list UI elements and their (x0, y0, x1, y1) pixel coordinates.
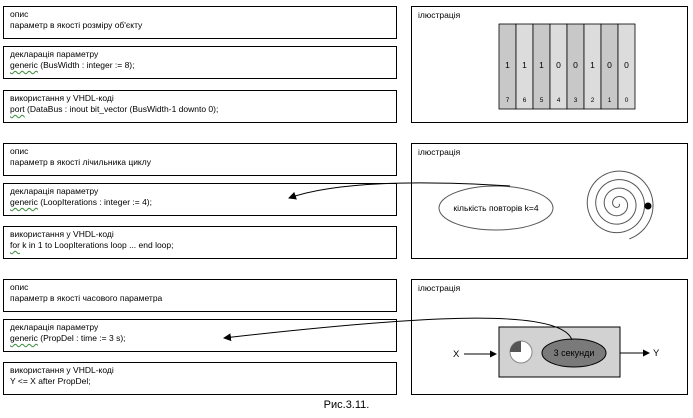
bus-bit-value: 0 (607, 60, 612, 70)
row3-usage-box: використання у VHDL-коді Y <= X after Pr… (3, 362, 397, 395)
row1-declaration-rest: (BusWidth : integer := 8); (37, 60, 135, 70)
row3-usage-title: використання у VHDL-коді (10, 365, 114, 375)
row1-description-text: параметр в якості розміру об'єкту (10, 20, 143, 30)
row2-usage-box: використання у VHDL-коді for k in 1 to L… (3, 226, 397, 259)
row3-declaration-title: декларація параметру (10, 322, 99, 332)
bus-bit-index: 0 (625, 97, 629, 104)
row2-declaration-rest: (LoopIterations : integer := 4); (37, 197, 152, 207)
row2-description-text: параметр в якості лічильника циклу (10, 157, 151, 167)
bus-bit-index: 4 (557, 97, 561, 104)
bus-bit-value: 0 (556, 60, 561, 70)
clock-icon (509, 340, 533, 364)
bus-bit-index: 5 (540, 97, 544, 104)
row3-usage-rest: Y <= X after PropDel; (10, 376, 91, 386)
row2-description-box: опис параметр в якості лічильника циклу (3, 143, 397, 176)
bus-bit-value: 1 (590, 60, 595, 70)
row2-usage-title: використання у VHDL-коді (10, 229, 114, 239)
row3-illustration-box: ілюстрація X 3 секунди Y (411, 279, 688, 395)
row3-declaration-rest: (PropDel : time := 3 s); (37, 333, 126, 343)
bus-bit-cell (617, 23, 636, 110)
bus-register: 1 7 1 6 1 5 0 4 0 3 1 2 0 1 0 0 (498, 23, 636, 110)
input-x-label: X (453, 349, 460, 360)
row3-usage-code: Y <= X after PropDel; (10, 376, 396, 387)
row3-declaration-box: декларація параметру generic (PropDel : … (3, 319, 397, 352)
bus-bit-value: 1 (522, 60, 527, 70)
row1-usage-title: використання у VHDL-коді (10, 93, 114, 103)
bus-bit-index: 7 (506, 97, 510, 104)
bus-bit-value: 1 (539, 60, 544, 70)
row3-declaration-keyword: generic (10, 333, 38, 343)
spiral-icon (586, 170, 654, 240)
row2-declaration-title: декларація параметру (10, 186, 99, 196)
bus-bit-value: 1 (505, 60, 510, 70)
row2-usage-rest: k in 1 to LoopIterations loop ... end lo… (19, 240, 174, 250)
row3-illustration-label: ілюстрація (418, 283, 461, 293)
loop-counter-illustration: кількість повторів k=4 (438, 170, 654, 240)
row1-usage-code: port (DataBus : inout bit_vector (BusWid… (10, 104, 396, 115)
row3-description-text: параметр в якості часового параметра (10, 293, 163, 303)
row1-declaration-title: декларація параметру (10, 49, 99, 59)
row2-declaration-code: generic (LoopIterations : integer := 4); (10, 197, 396, 208)
bus-bit-value: 0 (573, 60, 578, 70)
bus-width-illustration: 1 7 1 6 1 5 0 4 0 3 1 2 0 1 0 0 (498, 23, 636, 110)
row1-illustration-label: ілюстрація (418, 10, 461, 20)
row1-usage-box: використання у VHDL-коді port (DataBus :… (3, 90, 397, 123)
bus-bit-index: 2 (591, 97, 595, 104)
row1-usage-keyword: port (10, 104, 25, 114)
figure-caption: Рис.3.11. (323, 399, 370, 411)
row1-declaration-code: generic (BusWidth : integer := 8); (10, 60, 396, 71)
delay-ellipse (541, 338, 607, 368)
row1-description-title: опис (10, 9, 29, 19)
delay-illustration: X 3 секунди Y (453, 326, 660, 378)
row2-declaration-box: декларація параметру generic (LoopIterat… (3, 183, 397, 216)
row3-description-title: опис (10, 282, 29, 292)
delay-text: 3 секунди (554, 348, 595, 358)
bus-bit-index: 6 (523, 97, 527, 104)
row2-usage-keyword: for (10, 240, 20, 250)
bus-bit-index: 1 (608, 97, 612, 104)
row2-declaration-keyword: generic (10, 197, 38, 207)
row2-illustration-box: ілюстрація кількість повторів k=4 (411, 143, 688, 259)
bus-bit-value: 0 (624, 60, 629, 70)
row3-description-box: опис параметр в якості часового параметр… (3, 279, 397, 312)
row1-description-box: опис параметр в якості розміру об'єкту (3, 6, 397, 39)
row3-declaration-code: generic (PropDel : time := 3 s); (10, 333, 396, 344)
output-y-label: Y (653, 348, 660, 359)
row2-description-title: опис (10, 146, 29, 156)
loop-count-text: кількість повторів k=4 (453, 203, 538, 213)
row1-declaration-box: декларація параметру generic (BusWidth :… (3, 46, 397, 79)
row1-declaration-keyword: generic (10, 60, 38, 70)
row2-illustration-label: ілюстрація (418, 147, 461, 157)
row1-illustration-box: ілюстрація 1 7 1 6 1 5 0 4 0 3 1 2 0 1 0 0 (411, 6, 688, 123)
bus-bit-index: 3 (574, 97, 578, 104)
row2-usage-code: for k in 1 to LoopIterations loop ... en… (10, 240, 396, 251)
row1-usage-rest: (DataBus : inout bit_vector (BusWidth-1 … (24, 104, 219, 114)
spiral-end-dot (644, 202, 652, 210)
